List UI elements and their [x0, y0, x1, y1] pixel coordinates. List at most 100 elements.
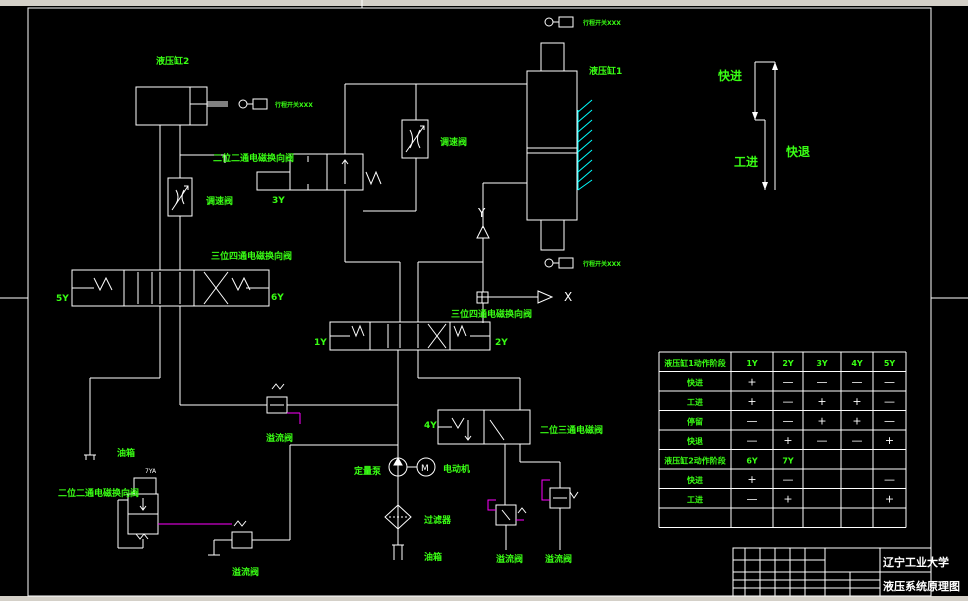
- motor-symbol: M: [421, 464, 429, 474]
- coil-3y-top-label: 3Y: [272, 196, 285, 206]
- table-cell: 快退: [687, 436, 703, 446]
- pump: [388, 456, 417, 477]
- coil-1y-label: 1Y: [314, 338, 327, 348]
- valve-3pos4way-center: [329, 321, 491, 351]
- title-block: [732, 547, 932, 597]
- table-header-cell: 液压缸2动作阶段: [664, 455, 726, 465]
- limit-switch-bottom-label: 行程开关XXX: [582, 260, 621, 268]
- table-cell: +: [817, 395, 826, 408]
- relief-valve-bottom-mid-label: 溢流阀: [496, 553, 523, 565]
- motion-fast-forward: 快进: [718, 68, 742, 83]
- table-header-cell: 5Y: [884, 359, 896, 368]
- cylinder-1: [526, 42, 593, 251]
- table-header-cell: 7Y: [782, 456, 794, 465]
- electromagnet-table: 液压缸1动作阶段 1Y 2Y 3Y 4Y 5Y 快进 + — — — — 工进 + — + + — 停留 — — + + — 快…: [658, 351, 907, 528]
- speed-valve-left-label: 调速阀: [206, 195, 233, 207]
- table-cell: 工进: [687, 397, 703, 407]
- table-cell: —: [747, 414, 758, 427]
- valve-3pos4way-left: [71, 269, 270, 307]
- coil-5y-label: 5Y: [56, 294, 69, 304]
- drawing-name: 液压系统原理图: [883, 579, 960, 593]
- tank-left-label: 油箱: [117, 447, 135, 459]
- coil-4y-label: 4Y: [424, 421, 437, 431]
- table-cell: +: [852, 414, 861, 427]
- relief-valve-left: [266, 383, 301, 424]
- motor-label: 电动机: [443, 463, 470, 475]
- table-cell: —: [747, 434, 758, 447]
- limit-switch-bottom: [544, 257, 574, 269]
- valve-3pos4way-left-label: 三位四通电磁换向阀: [211, 250, 292, 262]
- valve-2pos2way-top-label: 二位二通电磁换向阀: [213, 152, 294, 164]
- motion-diagram: [752, 61, 778, 190]
- table-header-cell: 2Y: [782, 359, 794, 368]
- table-cell: +: [852, 395, 861, 408]
- axis-x-label: X: [564, 290, 572, 304]
- table-cell: —: [747, 492, 758, 505]
- table-header-cell: 4Y: [851, 359, 863, 368]
- university-name: 辽宁工业大学: [883, 555, 949, 569]
- valve-2pos3way: [437, 409, 531, 445]
- filter-label: 过滤器: [424, 514, 452, 526]
- table-cell: —: [783, 473, 794, 486]
- table-cell: —: [852, 375, 863, 388]
- relief-valve-bottom-mid: [487, 499, 527, 526]
- coil-6y-label: 6Y: [271, 293, 284, 303]
- table-cell: +: [747, 375, 756, 388]
- valve-2pos3way-label: 二位三通电磁阀: [540, 424, 603, 436]
- valve-3pos4way-center-label: 三位四通电磁换向阀: [451, 308, 532, 320]
- table-cell: —: [852, 434, 863, 447]
- table-cell: 快进: [687, 377, 703, 387]
- table-cell: —: [884, 414, 895, 427]
- pump-label: 定量泵: [353, 465, 382, 477]
- axis-y-label: Y: [477, 206, 486, 220]
- motion-work-feed: 工进: [734, 154, 758, 169]
- table-cell: 停留: [687, 416, 703, 426]
- table-cell: —: [817, 375, 828, 388]
- table-cell: 工进: [687, 494, 703, 504]
- speed-valve-right: [401, 119, 429, 159]
- table-cell: —: [783, 375, 794, 388]
- table-cell: +: [783, 434, 792, 447]
- table-cell: —: [783, 395, 794, 408]
- table-header-cell: 3Y: [816, 359, 828, 368]
- drawing-frame: [27, 7, 932, 597]
- table-cell: —: [884, 395, 895, 408]
- speed-valve-left: [167, 177, 193, 217]
- table-cell: —: [783, 414, 794, 427]
- table-cell: +: [817, 414, 826, 427]
- xy-marker: [476, 224, 554, 323]
- table-cell: +: [747, 473, 756, 486]
- limit-switch-left: [238, 98, 268, 110]
- limit-switch-left-label: 行程开关XXX: [274, 101, 313, 109]
- table-cell: +: [885, 492, 894, 505]
- cylinder2-label: 液压缸2: [156, 55, 189, 67]
- limit-switch-top-label: 行程开关XXX: [582, 19, 621, 27]
- relief-valve-bottom-left: [208, 520, 253, 556]
- coil-7ya-label: 7YA: [145, 468, 157, 475]
- tank-mid-label: 油箱: [424, 551, 442, 563]
- table-header-cell: 液压缸1动作阶段: [664, 358, 726, 368]
- window-bottom-bar: [0, 596, 968, 601]
- table-cell: +: [885, 434, 894, 447]
- relief-valve-bottom-right-label: 溢流阀: [545, 553, 572, 565]
- cylinder1-label: 液压缸1: [589, 65, 622, 77]
- table-header-cell: 1Y: [746, 359, 758, 368]
- speed-valve-right-label: 调速阀: [440, 136, 467, 148]
- window-top-bar: [0, 0, 968, 6]
- motion-fast-return: 快退: [786, 144, 810, 159]
- valve-2pos2way-bottom-label: 二位二通电磁换向阀: [58, 487, 139, 499]
- table-cell: —: [817, 434, 828, 447]
- valve-2pos2way-top: [256, 153, 382, 191]
- table-header-cell: 6Y: [746, 456, 758, 465]
- limit-switch-top: [544, 16, 574, 28]
- relief-valve-bottom-left-label: 溢流阀: [232, 566, 259, 578]
- coil-2y-label: 2Y: [495, 338, 508, 348]
- motor: [416, 457, 436, 477]
- relief-valve-left-label: 溢流阀: [266, 432, 293, 444]
- table-cell: 快进: [687, 475, 703, 485]
- table-cell: +: [783, 492, 792, 505]
- valve-2pos2way-bottom: [117, 477, 159, 549]
- cylinder-2: [135, 86, 228, 126]
- table-cell: +: [747, 395, 756, 408]
